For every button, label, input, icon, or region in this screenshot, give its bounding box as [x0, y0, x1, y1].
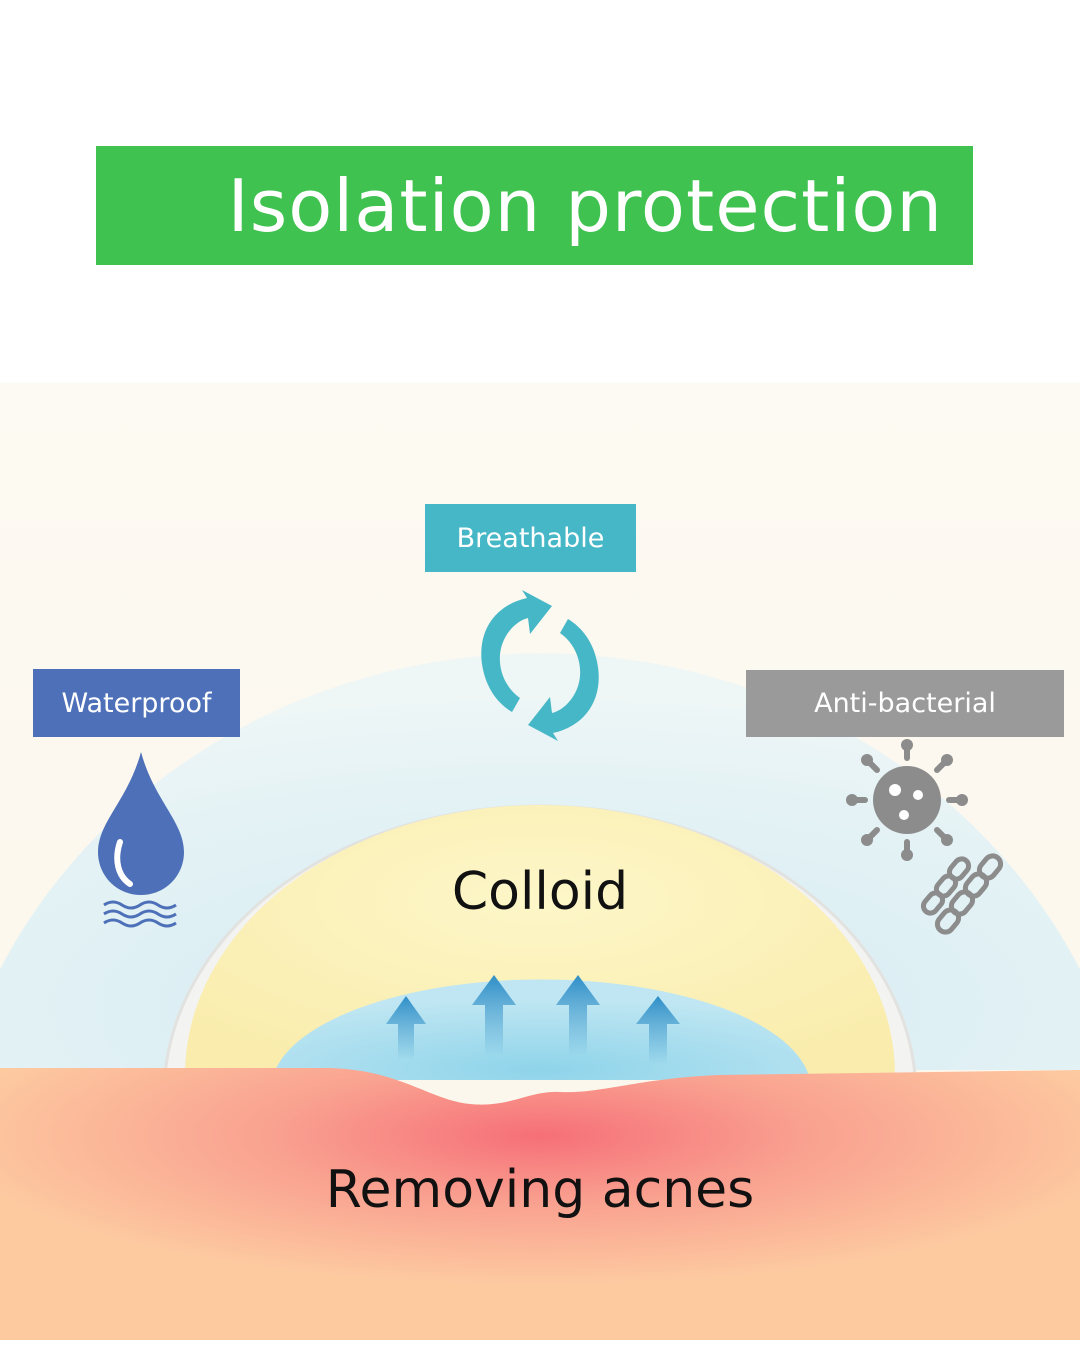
removing-acnes-label: Removing acnes	[325, 1160, 755, 1220]
antibacterial-label: Anti-bacterial	[746, 670, 1064, 737]
waterproof-label: Waterproof	[33, 669, 240, 737]
up-arrow-icon	[386, 996, 426, 1060]
bacteria-icon	[846, 739, 1004, 935]
up-arrow-icon	[472, 975, 516, 1056]
skin-layer	[0, 1068, 1080, 1340]
up-arrow-icon	[636, 996, 680, 1064]
title-banner: Isolation protection	[96, 146, 973, 265]
water-drop-icon	[98, 752, 184, 928]
up-arrow-icon	[556, 975, 600, 1056]
page-title: Isolation protection	[227, 163, 943, 248]
breathable-label: Breathable	[425, 504, 636, 572]
refresh-arrows-icon	[481, 590, 599, 741]
colloid-label: Colloid	[451, 862, 629, 922]
